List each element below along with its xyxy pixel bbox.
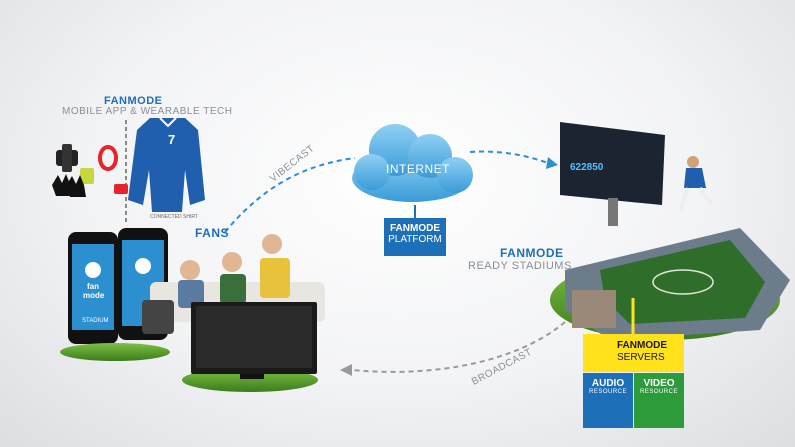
video-line1: VIDEO: [643, 378, 675, 389]
scoreboard-icon: [560, 122, 665, 226]
tv-icon: [182, 302, 318, 392]
internet-to-stadium-arrow: [469, 150, 549, 164]
video-resource-box: VIDEO RESOURCE: [634, 373, 684, 428]
vibecast-arrow: [224, 157, 356, 233]
platform-line1: FANMODE: [390, 223, 440, 234]
band-icon: [98, 145, 118, 171]
platform-box: FANMODE PLATFORM: [384, 218, 446, 256]
broadcast-arrowhead: [340, 364, 352, 376]
player-icon: [678, 156, 714, 211]
broadcast-arrow: [351, 321, 566, 373]
servers-box: FANMODE SERVERS: [583, 334, 684, 372]
audio-line2: RESOURCE: [588, 389, 627, 395]
connected-shirt-icon: [128, 117, 205, 212]
video-line2: RESOURCE: [639, 389, 678, 395]
device-icon: [80, 168, 94, 184]
phone-logo: fan mode: [83, 282, 105, 300]
servers-line1: FANMODE: [617, 340, 667, 351]
cloud-icon: [352, 124, 473, 202]
phone-logo-line1: fan: [87, 282, 99, 291]
internet-label: INTERNET: [386, 162, 450, 176]
top-subtitle: MOBILE APP & WEARABLE TECH: [62, 106, 233, 117]
stadium-subtitle: READY STADIUMS: [468, 260, 572, 272]
fans-label: FANS: [195, 226, 230, 240]
audio-line1: AUDIO: [591, 378, 625, 389]
glove-icon: [52, 174, 86, 197]
sensor-icon: [114, 184, 128, 194]
phone-screen-text: STADIUM: [82, 318, 109, 324]
phone-logo-line2: mode: [83, 291, 105, 300]
platform-line2: PLATFORM: [388, 234, 442, 245]
shirt-caption: CONNECTED SHIRT: [150, 214, 198, 220]
stadium-icon: [550, 228, 790, 340]
scoreboard-value: 622850: [570, 162, 604, 173]
audio-resource-box: AUDIO RESOURCE: [583, 373, 633, 428]
servers-line2: SERVERS: [617, 352, 665, 363]
shirt-number: 7: [168, 132, 176, 147]
internet-arrowhead: [546, 157, 558, 169]
phone-icon: [68, 228, 168, 344]
top-brand-label: FANMODE: [104, 95, 163, 107]
stadium-brand-label: FANMODE: [500, 246, 564, 260]
watch-icon: [56, 144, 78, 172]
